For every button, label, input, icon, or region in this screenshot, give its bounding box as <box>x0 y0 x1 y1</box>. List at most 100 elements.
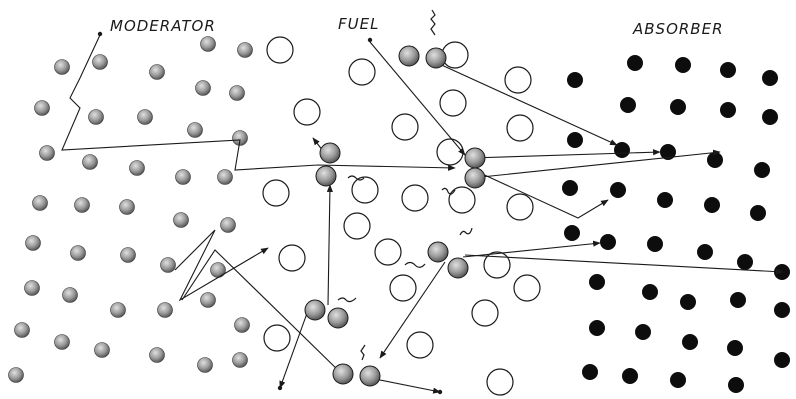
absorber-atom <box>704 197 720 213</box>
absorber-atom <box>622 368 638 384</box>
moderator-atom <box>55 60 70 75</box>
absorber-atom <box>707 152 723 168</box>
absorber-atom <box>582 364 598 380</box>
fuel-atom <box>352 177 378 203</box>
moderator-atom <box>198 358 213 373</box>
moderator-atom <box>235 318 250 333</box>
fuel-atom <box>263 180 289 206</box>
absorber-atom <box>567 72 583 88</box>
energy-squiggle <box>338 298 356 302</box>
absorber-atom <box>635 324 651 340</box>
moderator-atom <box>55 335 70 350</box>
absorber-atom <box>562 180 578 196</box>
fission-fragment <box>316 166 336 186</box>
neutron-source-dot <box>438 390 442 394</box>
moderator-atom <box>111 303 126 318</box>
absorber-atom <box>754 162 770 178</box>
neutron-path <box>478 172 608 218</box>
fuel-atom <box>344 213 370 239</box>
fuel-atom <box>407 332 433 358</box>
moderator-atom <box>89 110 104 125</box>
moderator-atom <box>25 281 40 296</box>
fuel-atom <box>505 67 531 93</box>
moderator-atom <box>33 196 48 211</box>
fission-fragment <box>360 366 380 386</box>
fission-fragment <box>320 143 340 163</box>
energy-squiggle <box>405 263 425 268</box>
moderator-atom <box>26 236 41 251</box>
absorber-atom <box>720 62 736 78</box>
neutron-source-dot <box>368 38 372 42</box>
absorber-atom <box>675 57 691 73</box>
fission-fragment <box>448 258 468 278</box>
fission-fragment <box>399 46 419 66</box>
neutron-path <box>370 378 440 392</box>
absorber-atom <box>589 320 605 336</box>
moderator-atom <box>238 43 253 58</box>
moderator-atom <box>138 110 153 125</box>
neutron-path <box>465 255 783 272</box>
absorber-label: ABSORBER <box>633 20 724 38</box>
absorber-atom <box>567 132 583 148</box>
fuel-atom <box>402 185 428 211</box>
neutron-path <box>328 185 330 305</box>
fuel-label: FUEL <box>338 15 379 33</box>
moderator-atom <box>121 248 136 263</box>
moderator-atom <box>176 170 191 185</box>
moderator-atom <box>230 86 245 101</box>
moderator-atom <box>95 343 110 358</box>
moderator-atom <box>75 198 90 213</box>
absorber-atom <box>682 334 698 350</box>
absorber-atom <box>670 99 686 115</box>
moderator-atom <box>161 258 176 273</box>
fuel-atom <box>375 239 401 265</box>
moderator-atom <box>158 303 173 318</box>
fission-fragment <box>305 300 325 320</box>
fuel-atom <box>390 275 416 301</box>
neutron-path <box>472 152 720 178</box>
absorber-atom <box>697 244 713 260</box>
absorber-atom <box>620 97 636 113</box>
moderator-atom <box>120 200 135 215</box>
absorber-atom <box>642 284 658 300</box>
absorber-atom <box>647 236 663 252</box>
moderator-atom <box>83 155 98 170</box>
moderator-atom <box>150 348 165 363</box>
moderator-atom <box>130 161 145 176</box>
absorber-atom <box>589 274 605 290</box>
energy-squiggle <box>460 228 472 235</box>
moderator-region <box>9 37 253 383</box>
absorber-atom <box>730 292 746 308</box>
fission-fragment <box>328 308 348 328</box>
fuel-atom <box>507 115 533 141</box>
moderator-atom <box>9 368 24 383</box>
fission-fragment <box>428 242 448 262</box>
moderator-atom <box>150 65 165 80</box>
neutron-source-dot <box>278 386 282 390</box>
absorber-atom <box>737 254 753 270</box>
absorber-atom <box>720 102 736 118</box>
fuel-atom <box>514 275 540 301</box>
moderator-atom <box>15 323 30 338</box>
absorber-atom <box>727 340 743 356</box>
absorber-atom <box>774 302 790 318</box>
neutron-source-dot <box>98 32 102 36</box>
moderator-atom <box>211 263 226 278</box>
fuel-atom <box>294 99 320 125</box>
fission-fragment <box>465 148 485 168</box>
neutron-path <box>470 152 660 158</box>
fission-fragment <box>333 364 353 384</box>
moderator-atom <box>40 146 55 161</box>
fuel-atom <box>440 90 466 116</box>
fuel-atom <box>437 139 463 165</box>
fuel-atom <box>507 194 533 220</box>
fuel-atom <box>267 37 293 63</box>
fuel-atom <box>349 59 375 85</box>
moderator-atom <box>201 293 216 308</box>
absorber-atom <box>728 377 744 393</box>
absorber-atom <box>610 182 626 198</box>
absorber-atom <box>762 70 778 86</box>
absorber-atom <box>750 205 766 221</box>
